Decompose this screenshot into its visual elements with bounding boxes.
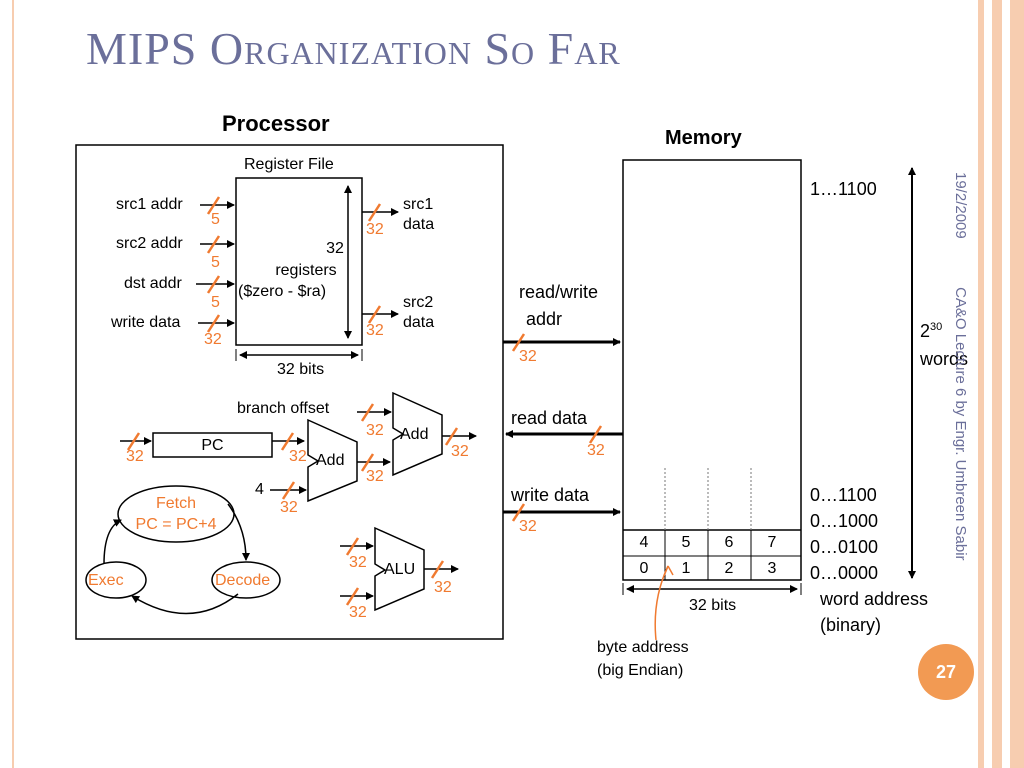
src1-addr-label: src1 addr <box>116 196 183 213</box>
src2-data-label: src2 <box>403 294 434 311</box>
byte-cell-0: 0 <box>639 560 649 577</box>
register-file-title: Register File <box>244 156 334 173</box>
byte-cell-7: 7 <box>767 534 777 551</box>
byte-cell-2: 2 <box>724 560 734 577</box>
adder-pc-label: Add <box>316 452 345 469</box>
address-0000: 0…0000 <box>810 563 879 583</box>
addr-label: addr <box>526 309 563 329</box>
constant-four: 4 <box>255 481 264 498</box>
width-pc-out: 32 <box>289 448 307 465</box>
adder-pc-shape <box>307 418 358 503</box>
margin-stripe-1 <box>12 0 14 768</box>
memory-title: Memory <box>665 127 742 149</box>
fetch-action-label: PC = PC+4 <box>135 516 217 533</box>
width-four-in: 32 <box>280 499 298 516</box>
byte-address-label: byte address <box>597 639 689 656</box>
word-count-exponent: 30 <box>930 321 943 333</box>
adder-branch-shape <box>392 391 443 477</box>
byte-cell-5: 5 <box>681 534 691 551</box>
processor-title: Processor <box>222 111 330 136</box>
fetch-label: Fetch <box>155 495 196 512</box>
page-number-badge: 27 <box>918 644 974 700</box>
memory-width-label: 32 bits <box>689 597 737 614</box>
width-addr: 32 <box>519 348 537 365</box>
adder-branch-label: Add <box>400 426 429 443</box>
src1-data-label-2: data <box>403 216 435 233</box>
alu-shape <box>374 526 425 612</box>
margin-stripe-4 <box>1010 0 1024 768</box>
margin-stripe-2 <box>978 0 984 768</box>
address-0100: 0…0100 <box>810 537 879 557</box>
width-src2-data: 32 <box>366 322 384 339</box>
exec-node <box>85 561 147 599</box>
register-name: registers <box>275 262 337 279</box>
write-data-label: write data <box>111 314 181 331</box>
alu-label: ALU <box>384 561 416 578</box>
width-alu-in-2: 32 <box>349 604 367 621</box>
byte-cell-6: 6 <box>724 534 734 551</box>
binary-label: (binary) <box>820 615 882 635</box>
byte-cell-1: 1 <box>681 560 691 577</box>
word-address-label: word address <box>820 589 929 609</box>
decode-node <box>211 561 281 599</box>
src2-data-label-2: data <box>403 314 435 331</box>
word-count-label: 230 <box>920 321 942 342</box>
address-1000: 0…1000 <box>810 511 879 531</box>
memory-box <box>622 159 802 581</box>
side-author: CA&O Lecture 6 by Engr. Umbreen Sabir <box>952 287 969 561</box>
address-top: 1…1100 <box>810 179 877 199</box>
read-write-label: read/write <box>519 282 599 302</box>
width-adder-pc-out: 32 <box>366 468 384 485</box>
side-footer: 19/2/2009 CA&O Lecture 6 by Engr. Umbree… <box>952 172 969 561</box>
exec-label: Exec <box>88 572 124 589</box>
register-file-box <box>235 177 363 346</box>
src2-addr-label: src2 addr <box>116 235 183 252</box>
slide-title: MIPS Organization So Far <box>86 23 621 74</box>
word-count-base: 2 <box>920 321 931 341</box>
width-adder-branch-out: 32 <box>451 443 469 460</box>
word-count-unit: words <box>920 349 969 369</box>
width-branch-offset: 32 <box>366 422 384 439</box>
src1-data-label: src1 <box>403 196 434 213</box>
width-src1-data: 32 <box>366 221 384 238</box>
width-alu-out: 32 <box>434 579 452 596</box>
read-data-label: read data <box>511 408 588 428</box>
register-count: 32 <box>326 240 344 257</box>
width-dst-addr: 5 <box>211 294 220 311</box>
margin-stripe-3 <box>992 0 1002 768</box>
processor-box <box>75 144 504 640</box>
pc-label: PC <box>201 437 224 454</box>
write-data-bus-label: write data <box>511 485 590 505</box>
width-read-data: 32 <box>587 442 605 459</box>
width-write-data: 32 <box>204 331 222 348</box>
width-src1-addr: 5 <box>211 211 220 228</box>
byte-cell-3: 3 <box>767 560 777 577</box>
register-width-label: 32 bits <box>277 361 325 378</box>
width-write-data-bus: 32 <box>519 518 537 535</box>
byte-cell-4: 4 <box>639 534 649 551</box>
register-range: ($zero - $ra) <box>238 283 327 300</box>
branch-offset-label: branch offset <box>237 400 330 417</box>
endian-label: (big Endian) <box>597 662 684 679</box>
width-pc-in: 32 <box>126 448 144 465</box>
pc-register-box <box>152 432 273 458</box>
address-1100: 0…1100 <box>810 485 877 505</box>
width-src2-addr: 5 <box>211 254 220 271</box>
decode-label: Decode <box>215 572 271 589</box>
side-date: 19/2/2009 <box>952 172 969 239</box>
dst-addr-label: dst addr <box>124 275 182 292</box>
width-alu-in-1: 32 <box>349 554 367 571</box>
